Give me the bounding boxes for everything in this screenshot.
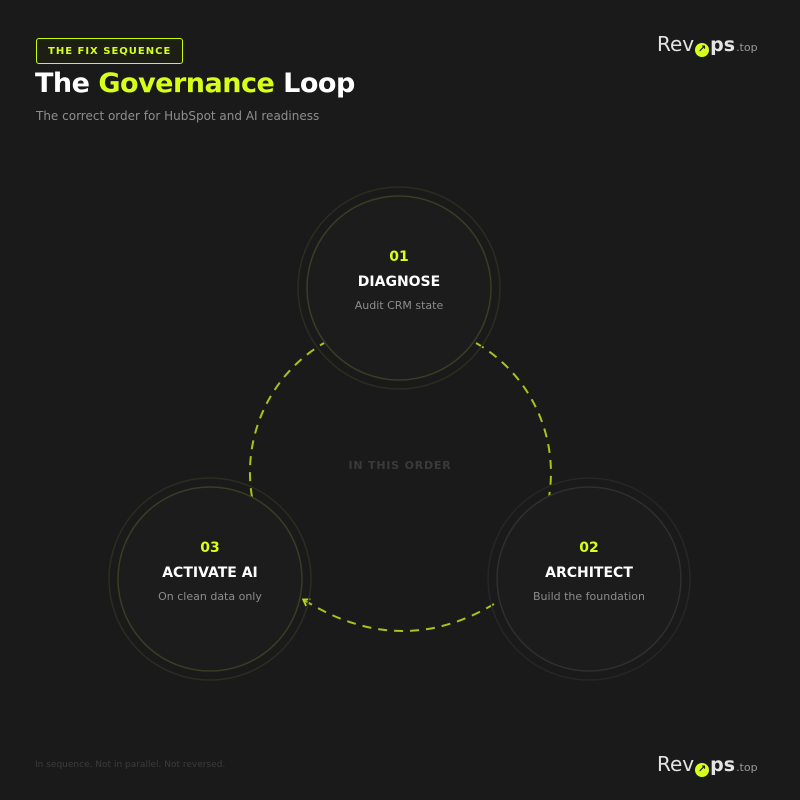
footer-note: In sequence. Not in parallel. Not revers… [35,760,226,770]
connector-diagnose-to-architect [475,342,552,498]
logo-rev: Rev [657,32,695,56]
circle-activate-ai [108,477,312,681]
step-name: ACTIVATE AI [162,565,258,581]
center-label: IN THIS ORDER [348,459,452,472]
connector-architect-to-activate [301,598,495,633]
step-number: 01 [389,249,409,265]
logo-suffix: .top [736,761,758,774]
page-title: The Governance Loop [35,68,355,99]
brand-logo-bottom: Rev ↗ ps .top [657,752,758,777]
step-activate-ai: 03 ACTIVATE AI On clean data only [120,540,300,603]
title-suffix: Loop [274,68,355,99]
step-architect: 02 ARCHITECT Build the foundation [499,540,679,603]
logo-ps: ps [710,34,736,56]
connector-activate-to-diagnose [249,342,325,498]
circle-architect [487,477,691,681]
step-description: On clean data only [158,590,262,603]
step-description: Build the foundation [533,590,645,603]
logo-arrow-icon: ↗ [695,43,710,57]
step-name: DIAGNOSE [357,274,441,290]
step-name: ARCHITECT [545,565,633,581]
logo-ps: ps [710,754,736,776]
page-subtitle: The correct order for HubSpot and AI rea… [36,109,320,123]
section-badge: THE FIX SEQUENCE [36,38,184,64]
step-number: 02 [579,540,599,556]
brand-logo-top: Rev ↗ ps .top [657,32,758,57]
step-number: 03 [200,540,220,556]
title-highlight: Governance [98,68,275,99]
logo-arrow-icon: ↗ [695,763,710,777]
title-prefix: The [35,68,99,99]
step-diagnose: 01 DIAGNOSE Audit CRM state [309,249,489,312]
logo-suffix: .top [736,41,758,54]
step-description: Audit CRM state [354,299,444,312]
circle-diagnose [297,186,501,390]
logo-rev: Rev [657,752,695,776]
